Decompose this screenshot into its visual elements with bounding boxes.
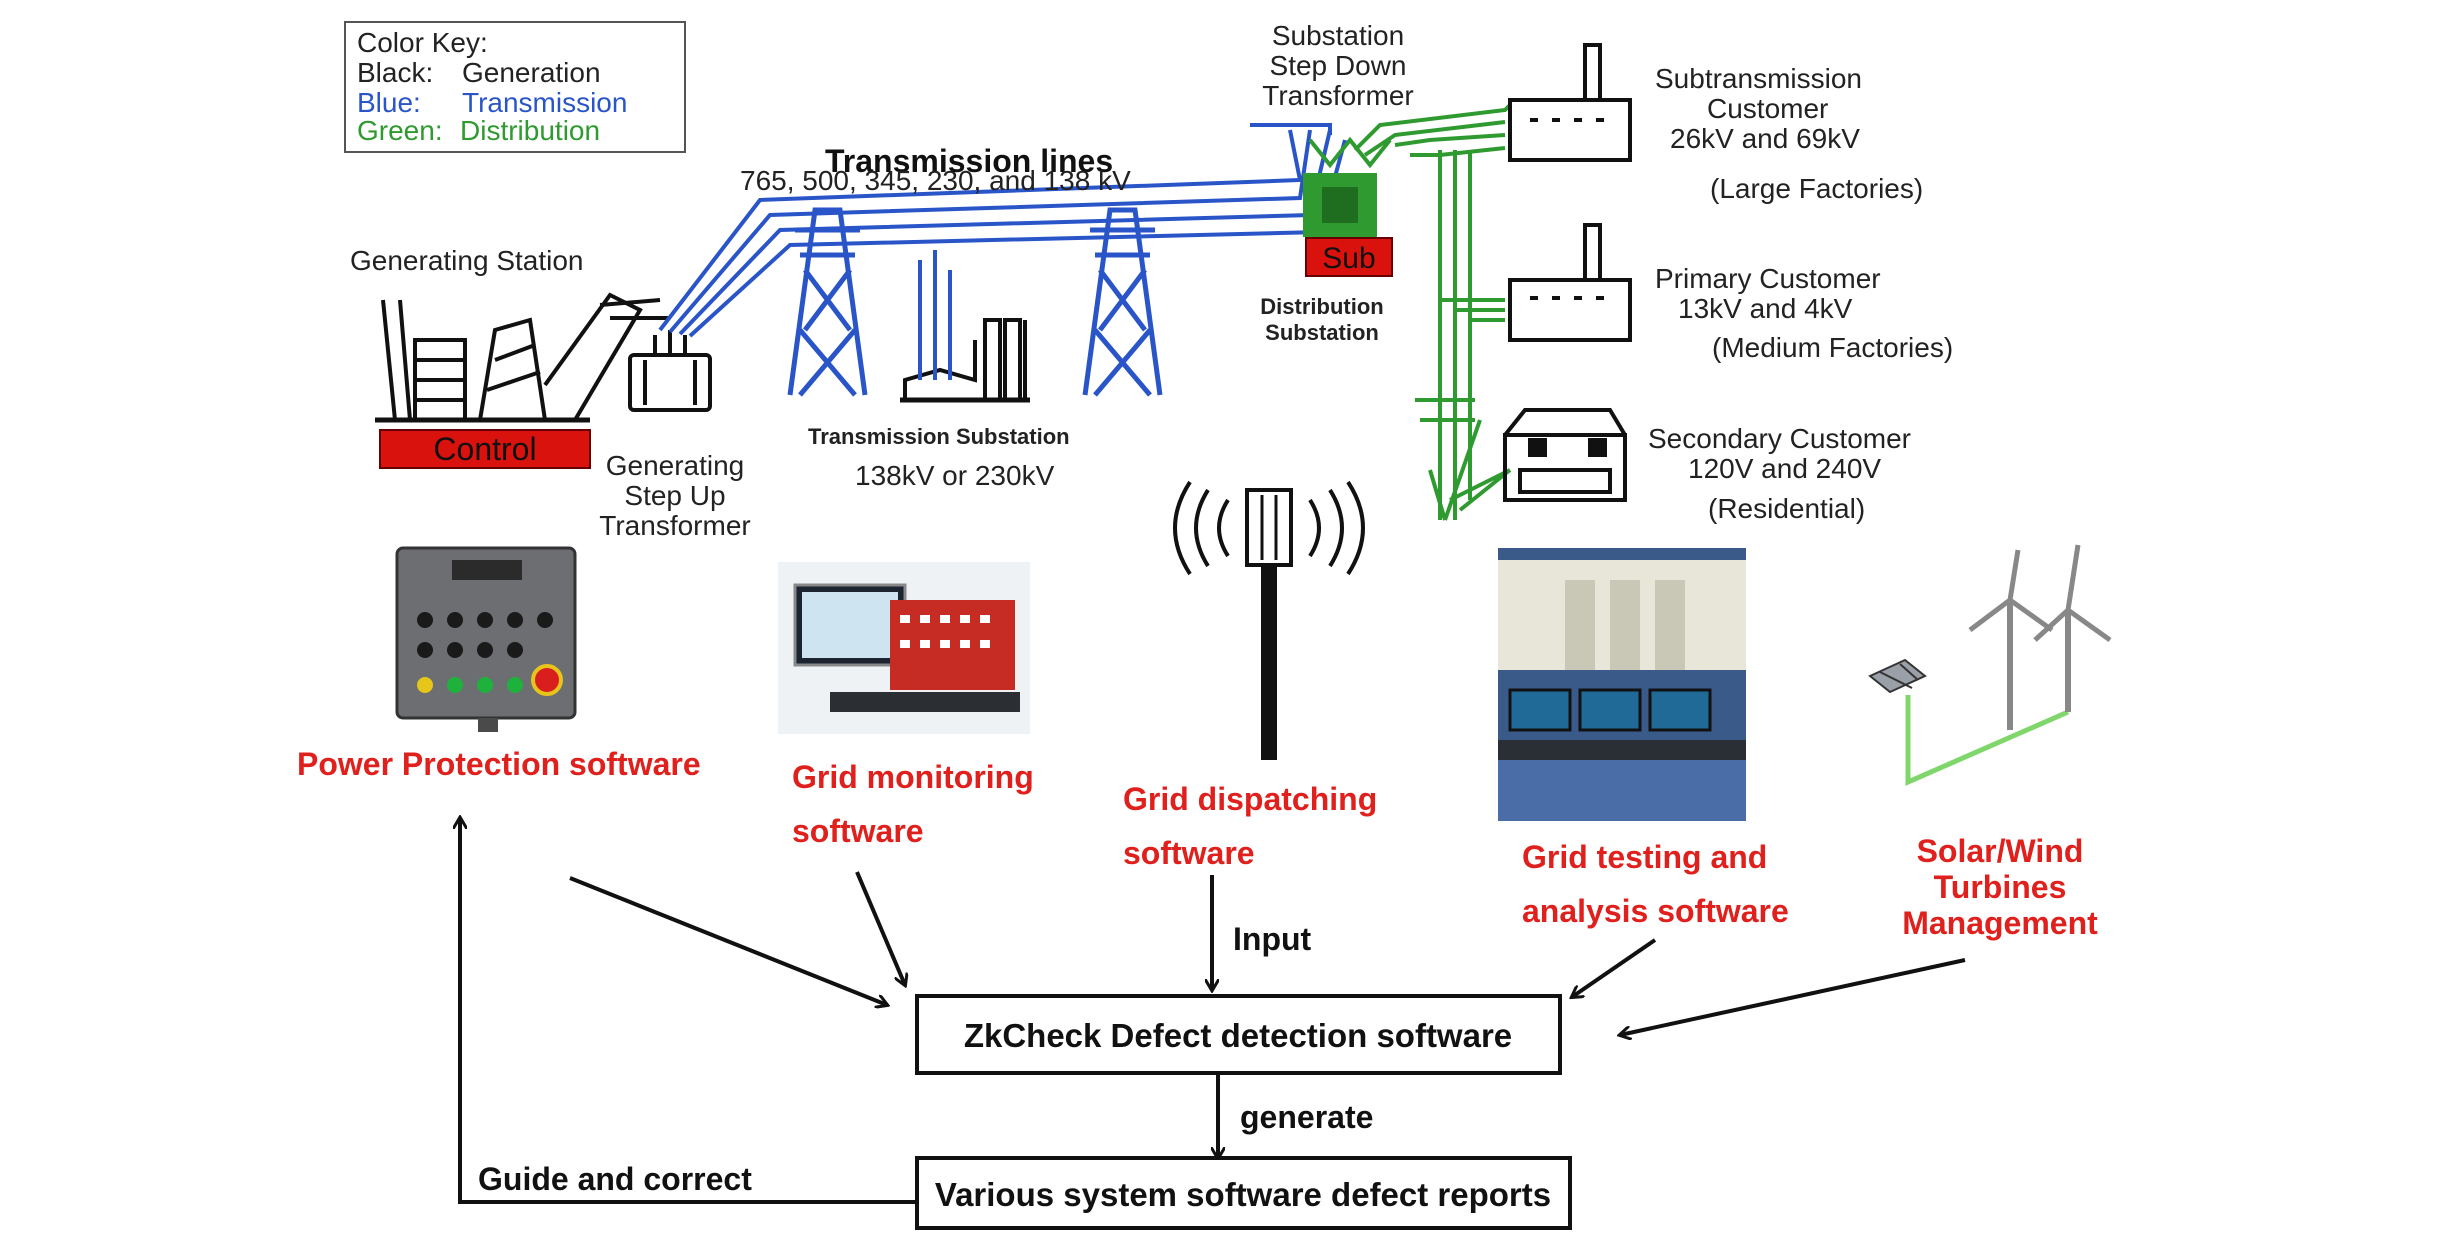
subtransmission-line-1: Subtransmission — [1655, 63, 1862, 94]
residential-label: (Residential) — [1708, 493, 1865, 524]
step-down-line-1: Substation — [1272, 20, 1404, 51]
medium-factories-label: (Medium Factories) — [1712, 332, 1953, 363]
transmission-lines-voltages: 765, 500, 345, 230, and 138 kV — [740, 165, 1131, 196]
arrow-solar-wind — [1620, 958, 1966, 1035]
flow-arrows — [460, 818, 1966, 1204]
power-protection-software-label: Power Protection software — [297, 746, 701, 782]
transmission-tower-icon-2 — [1082, 207, 1163, 397]
color-key-blue-label: Blue: — [357, 87, 421, 118]
sub-box — [1305, 237, 1393, 277]
defect-detection-label: ZkCheck Defect detection software — [964, 1017, 1512, 1054]
step-down-line-3: Transformer — [1262, 80, 1413, 111]
input-label: Input — [1233, 921, 1312, 957]
generating-station-icon — [375, 292, 668, 423]
transmission-tower-icon-1 — [787, 207, 868, 397]
control-box — [379, 429, 591, 469]
grid-dispatching-line-2: software — [1123, 835, 1255, 871]
color-key-title: Color Key: — [357, 27, 488, 58]
color-key: Color Key: Black: Generation Blue: Trans… — [344, 21, 686, 153]
step-up-transformer-icon — [628, 330, 712, 412]
transmission-substation-label: Transmission Substation — [808, 424, 1070, 449]
transmission-lines-title: Transmission lines — [825, 143, 1113, 179]
solar-wind-line-1: Solar/Wind — [1917, 833, 2084, 869]
step-down-transformer-icon — [1303, 136, 1392, 237]
solar-wind-line-3: Management — [1902, 905, 2098, 941]
transmission-lines — [658, 123, 1347, 338]
transmission-substation-voltage: 138kV or 230kV — [855, 460, 1055, 491]
step-down-line-2: Step Down — [1270, 50, 1407, 81]
control-label: Control — [433, 431, 536, 467]
color-key-green-label: Green: — [357, 115, 443, 146]
primary-customer-line-2: 13kV and 4kV — [1678, 293, 1853, 324]
control-panel-image — [395, 546, 577, 732]
defect-reports-label: Various system software defect reports — [935, 1176, 1551, 1213]
grid-monitoring-line-2: software — [792, 813, 924, 849]
grid-testing-line-1: Grid testing and — [1522, 839, 1767, 875]
subtransmission-line-3: 26kV and 69kV — [1670, 123, 1860, 154]
generate-label: generate — [1240, 1099, 1373, 1135]
guide-and-correct-label: Guide and correct — [478, 1161, 752, 1197]
grid-monitoring-line-1: Grid monitoring — [792, 759, 1034, 795]
generating-station-label: Generating Station — [350, 245, 584, 276]
defect-detection-box — [915, 994, 1562, 1075]
subtransmission-customer-icon — [1508, 43, 1632, 162]
sub-label: Sub — [1322, 242, 1375, 275]
primary-customer-line-1: Primary Customer — [1655, 263, 1881, 294]
subtransmission-line-2: Customer — [1707, 93, 1828, 124]
arrow-grid-testing — [1572, 938, 1657, 997]
large-factories-label: (Large Factories) — [1710, 173, 1923, 204]
step-up-line-3: Transformer — [599, 510, 750, 541]
transmission-substation-icon — [900, 250, 1030, 403]
color-key-black-value: Generation — [462, 57, 601, 88]
grid-dispatching-line-1: Grid dispatching — [1123, 781, 1377, 817]
secondary-customer-line-2: 120V and 240V — [1688, 453, 1881, 484]
color-key-green-value: Distribution — [460, 115, 600, 146]
distribution-substation-line-2: Substation — [1265, 320, 1379, 345]
secondary-customer-icon — [1503, 408, 1627, 502]
defect-reports-box — [915, 1156, 1572, 1230]
antenna-tower-icon — [1173, 480, 1365, 760]
arrow-grid-monitoring — [855, 871, 905, 985]
distribution-lines — [1353, 103, 1512, 521]
primary-customer-icon — [1508, 223, 1632, 342]
secondary-customer-line-1: Secondary Customer — [1648, 423, 1911, 454]
color-key-black-label: Black: — [357, 57, 433, 88]
step-up-line-1: Generating — [606, 450, 745, 481]
solar-wind-icon — [1868, 544, 2112, 786]
monitoring-console-image — [778, 562, 1030, 734]
grid-testing-line-2: analysis software — [1522, 893, 1789, 929]
control-room-image — [1498, 548, 1746, 821]
arrow-power-protection — [569, 876, 887, 1005]
color-key-blue-value: Transmission — [462, 87, 627, 118]
distribution-substation-line-1: Distribution — [1260, 294, 1383, 319]
arrow-guide-and-correct — [460, 818, 918, 1204]
solar-wind-line-2: Turbines — [1934, 869, 2067, 905]
step-up-line-2: Step Up — [624, 480, 725, 511]
